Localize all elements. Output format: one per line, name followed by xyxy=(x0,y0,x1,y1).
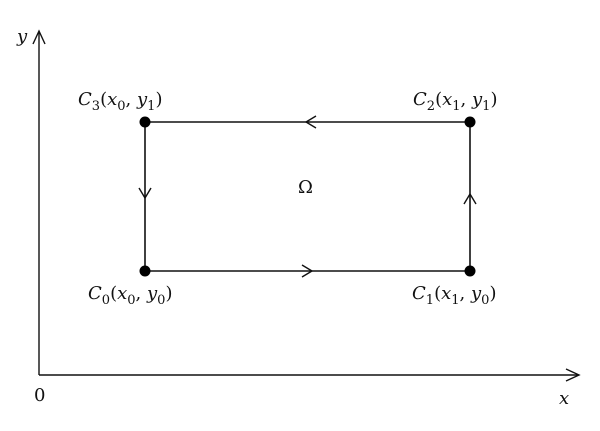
arrow-bottom-right xyxy=(301,264,314,278)
contour xyxy=(138,115,477,278)
axes: y x 0 xyxy=(16,26,581,409)
x-axis-arrowhead xyxy=(565,368,581,382)
arrow-left-down xyxy=(138,187,152,200)
x-axis-label: x xyxy=(559,388,569,409)
y-axis-arrowhead xyxy=(32,29,46,45)
vertex-c0-label: C0(x0, y0) xyxy=(88,283,172,308)
vertex-c2-dot xyxy=(464,116,476,128)
y-axis-label: y xyxy=(16,26,28,47)
vertex-c1-label: C1(x1, y0) xyxy=(412,283,496,308)
vertex-c3-dot xyxy=(139,116,151,128)
vertex-c2-label: C2(x1, y1) xyxy=(413,89,497,114)
region-label: Ω xyxy=(298,177,313,198)
vertex-c1-dot xyxy=(464,265,476,277)
origin-label: 0 xyxy=(34,385,45,406)
arrow-top-left xyxy=(304,115,317,129)
vertex-c3-label: C3(x0, y1) xyxy=(78,89,162,114)
arrow-right-up xyxy=(463,192,477,205)
vertex-c0-dot xyxy=(139,265,151,277)
